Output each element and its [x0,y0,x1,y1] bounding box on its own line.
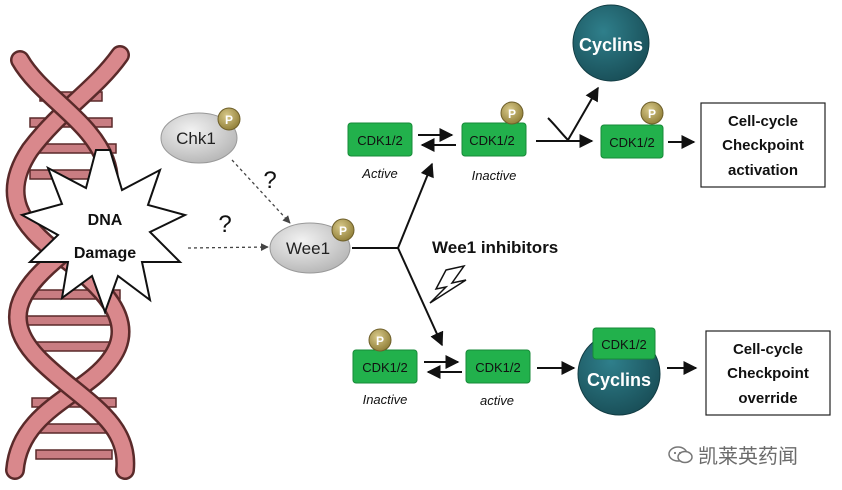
top-cyclins: Cyclins [572,4,650,82]
dna-damage-burst: DNA Damage [19,149,188,315]
bottom-complex-cdk-label: CDK1/2 [601,337,647,352]
wee1-inhibitors-label: Wee1 inhibitors [432,238,558,257]
top-cyclins-label: Cyclins [579,35,643,55]
question-mark-damage: ? [218,211,231,238]
bottom-outcome-line1: Cell-cycle [733,341,803,358]
top-outcome-line2: Checkpoint [722,137,804,154]
top-cdk-final-label: CDK1/2 [609,135,655,150]
bottom-cdk-inactive-label: CDK1/2 [362,360,408,375]
watermark-text: 凯莱英药闻 [698,444,798,468]
dna-damage-label-line2: Damage [74,245,136,262]
top-cdk-final: CDK1/2 P [600,101,664,159]
bottom-state-inactive: Inactive [363,392,408,407]
top-cdk-inactive: CDK1/2 P [461,101,527,157]
phospho-icon [500,101,524,125]
top-cdk-inactive-label: CDK1/2 [469,133,515,148]
branch-down-arrow [397,247,444,347]
top-outcome-line3: activation [728,162,798,179]
bottom-state-active: active [480,393,514,408]
phospho-label: P [225,113,233,127]
dna-damage-label-line1: DNA [88,212,123,229]
top-state-active: Active [361,166,397,181]
top-outcome-line1: Cell-cycle [728,113,798,130]
lightning-icon [429,264,467,304]
bottom-cdk-inactive: CDK1/2 P [352,328,418,384]
bottom-cdk-active-label: CDK1/2 [475,360,521,375]
phospho-label: P [376,334,384,348]
question-mark-chk1: ? [263,167,276,194]
phospho-label: P [648,107,656,121]
top-cdk-active-label: CDK1/2 [357,133,403,148]
top-outcome-box: Cell-cycle Checkpoint activation [700,102,826,188]
watermark: 凯莱英药闻 [668,440,798,469]
bottom-cdk-cyclin-complex: CDK1/2 Cyclins [577,327,661,416]
phospho-icon [368,328,392,352]
bottom-complex-cyclins-label: Cyclins [587,370,651,390]
wee1-label: Wee1 [286,239,330,258]
chk1-label: Chk1 [176,129,216,148]
bottom-cdk-active: CDK1/2 [465,349,531,384]
wechat-icon [668,445,693,463]
chk1-kinase: Chk1 P [160,107,241,164]
chk1-to-wee1-arrow [231,159,291,224]
phospho-icon [331,218,355,242]
phospho-icon [640,101,664,125]
bottom-outcome-line3: override [738,390,797,407]
bottom-outcome-line2: Checkpoint [727,365,809,382]
cyclin-release-arrow [547,86,599,142]
phospho-label: P [339,224,347,238]
branch-up-arrow [397,162,434,249]
damage-to-wee1-arrow [187,243,269,251]
phospho-label: P [508,107,516,121]
bottom-outcome-box: Cell-cycle Checkpoint override [705,330,831,416]
wee1-kinase: Wee1 P [269,218,355,274]
phospho-icon [217,107,241,131]
top-cdk-active: CDK1/2 [347,122,413,157]
top-state-inactive: Inactive [472,168,517,183]
